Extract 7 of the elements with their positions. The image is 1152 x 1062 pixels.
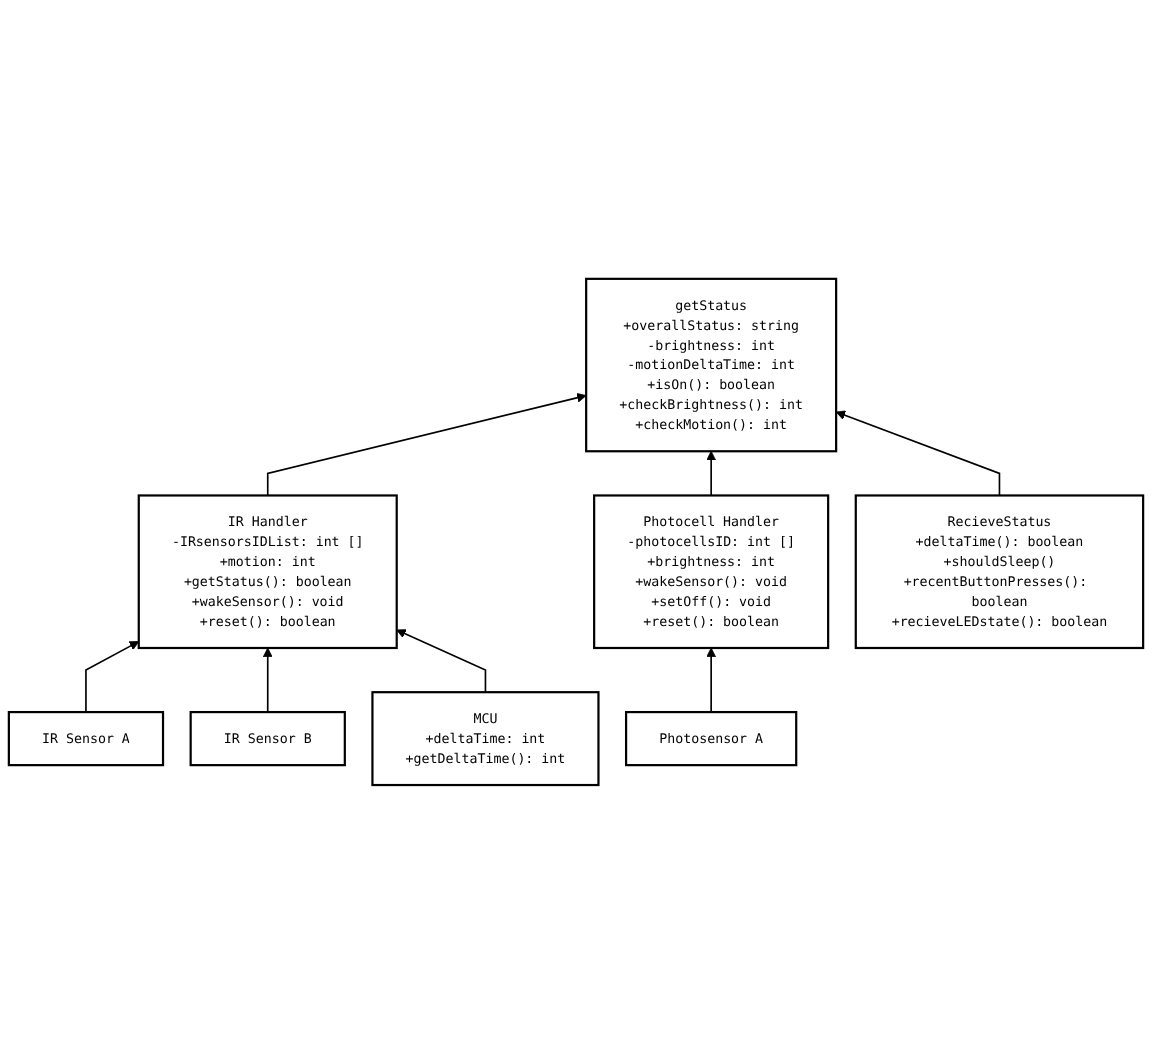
- arrow: [396, 628, 487, 693]
- arrow: [706, 449, 716, 496]
- arrow: [835, 409, 1001, 496]
- arrow: [85, 640, 140, 712]
- arrow: [266, 392, 587, 496]
- arrow: [262, 646, 273, 712]
- arrow: [706, 646, 716, 712]
